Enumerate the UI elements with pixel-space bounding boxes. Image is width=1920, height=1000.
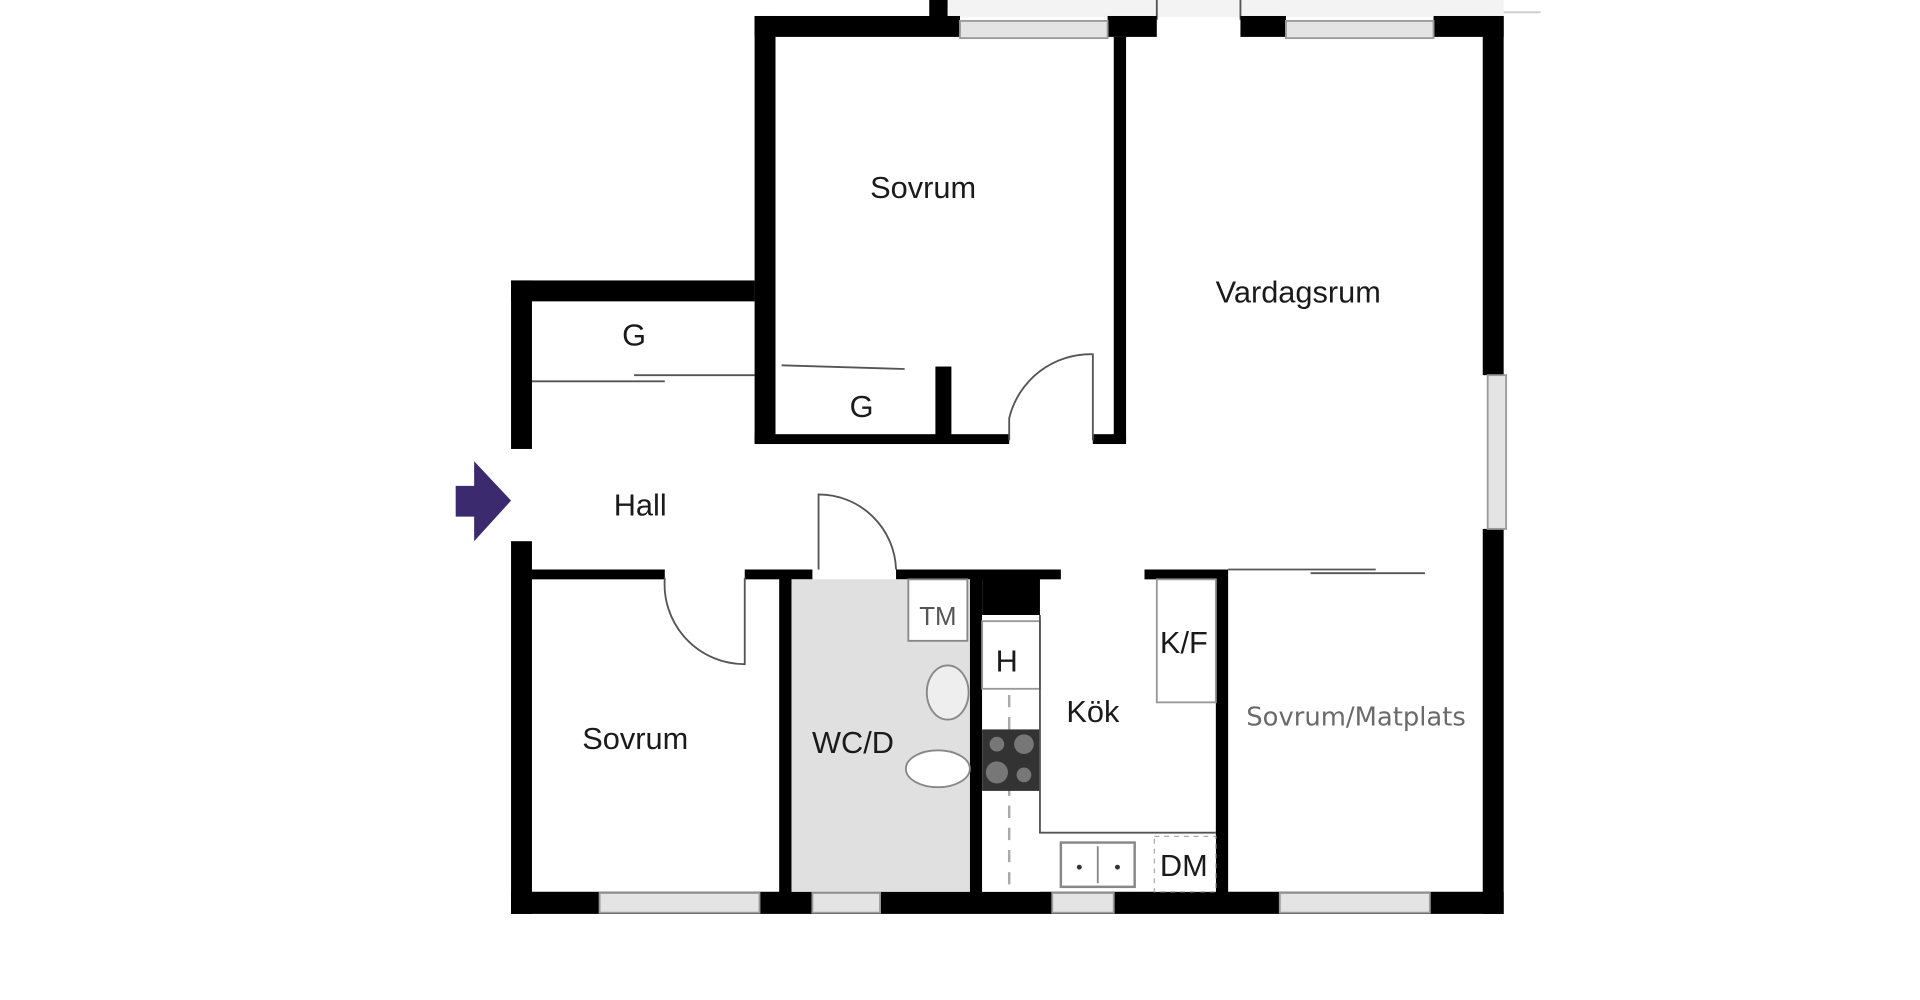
entrance-arrow-icon — [455, 461, 512, 542]
label-tm: TM — [919, 603, 956, 631]
room-label-garderob-2: G — [850, 389, 874, 424]
room-label-vardagsrum: Vardagsrum — [1216, 275, 1381, 310]
room-label-sovrum-matplats: Sovrum/Matplats — [1246, 703, 1466, 733]
room-label-sovrum-top: Sovrum — [870, 170, 976, 205]
room-label-wc: WC/D — [812, 725, 894, 760]
fixtures — [531, 353, 1425, 893]
top-structure — [929, 0, 1541, 20]
room-label-sovrum-bottom: Sovrum — [582, 721, 688, 756]
label-h: H — [996, 644, 1018, 679]
label-dm: DM — [1160, 848, 1208, 883]
room-label-garderob-1: G — [622, 318, 646, 353]
room-label-hall: Hall — [614, 487, 667, 522]
windows — [598, 19, 1508, 914]
label-kf: K/F — [1160, 625, 1208, 660]
room-label-kok: Kök — [1066, 694, 1120, 729]
walls — [511, 15, 1504, 914]
